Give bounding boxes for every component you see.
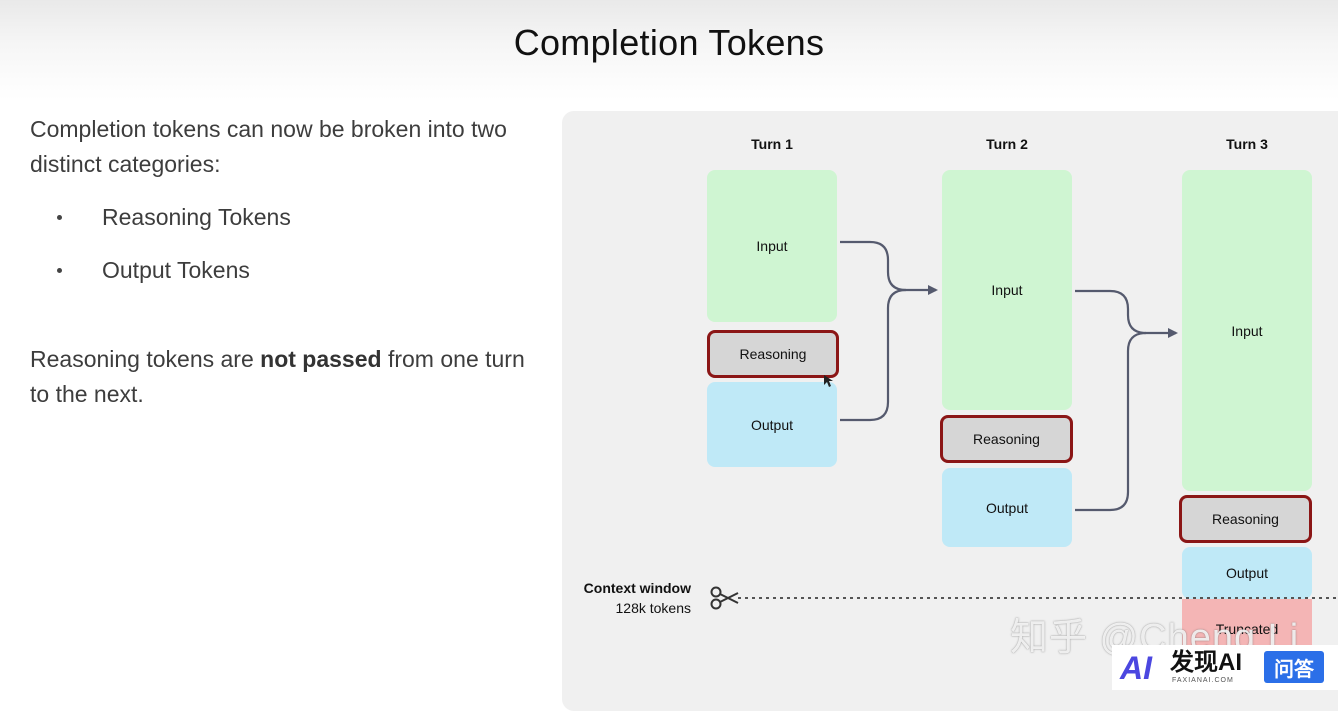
arrow-turn1-output — [840, 288, 907, 422]
badge-subtitle: FAXIANAI.COM — [1172, 677, 1234, 684]
turn-3-output-block: Output — [1182, 547, 1312, 599]
note-bold: not passed — [260, 346, 382, 372]
turn-1-label: Turn 1 — [751, 136, 793, 152]
arrow-turn1-input — [840, 240, 938, 295]
turn-1-output-block: Output — [707, 382, 837, 467]
turn-2-label: Turn 2 — [986, 136, 1028, 152]
turn-2-reasoning-block: Reasoning — [940, 415, 1073, 463]
brand-badge: AI 发现AI FAXIANAI.COM 问答 — [1112, 645, 1338, 690]
arrow-turn2-input — [1075, 289, 1178, 338]
bullet-dot-icon — [57, 268, 62, 273]
turn-3-label: Turn 3 — [1226, 136, 1268, 152]
turn-1-input-block: Input — [707, 170, 837, 322]
turn-3-reasoning-block: Reasoning — [1179, 495, 1312, 543]
badge-name: 发现AI — [1170, 649, 1242, 676]
bullet-list: Reasoning Tokens Output Tokens — [30, 200, 540, 306]
bullet-dot-icon — [57, 215, 62, 220]
scissors-icon — [710, 586, 739, 610]
cursor-icon — [824, 375, 833, 387]
page-title: Completion Tokens — [513, 22, 825, 63]
note-before: Reasoning tokens are — [30, 346, 261, 372]
bullet-item: Reasoning Tokens — [30, 200, 540, 253]
arrow-turn2-output — [1075, 331, 1147, 512]
badge-qa-button[interactable]: 问答 — [1264, 651, 1324, 683]
bullet-text: Output Tokens — [102, 257, 250, 283]
intro-text: Completion tokens can now be broken into… — [30, 116, 507, 177]
bullet-item: Output Tokens — [30, 253, 540, 306]
context-window-label: Context window 128k tokens — [560, 578, 691, 618]
badge-logo-icon: AI — [1120, 650, 1152, 686]
context-window-size: 128k tokens — [615, 600, 692, 616]
context-window-title: Context window — [583, 580, 691, 596]
diagram-connectors — [710, 240, 1338, 610]
turn-1-reasoning-block: Reasoning — [707, 330, 839, 378]
note-after: from one turn to the next. — [30, 346, 525, 407]
turn-2-input-block: Input — [942, 170, 1072, 410]
turn-3-input-block: Input — [1182, 170, 1312, 491]
note-text: Reasoning tokens are not passed from one… — [30, 342, 540, 412]
title-bar — [0, 0, 1338, 100]
turn-2-output-block: Output — [942, 468, 1072, 547]
bullet-text: Reasoning Tokens — [102, 204, 291, 230]
slide-text: Completion tokens can now be broken into… — [30, 112, 540, 412]
